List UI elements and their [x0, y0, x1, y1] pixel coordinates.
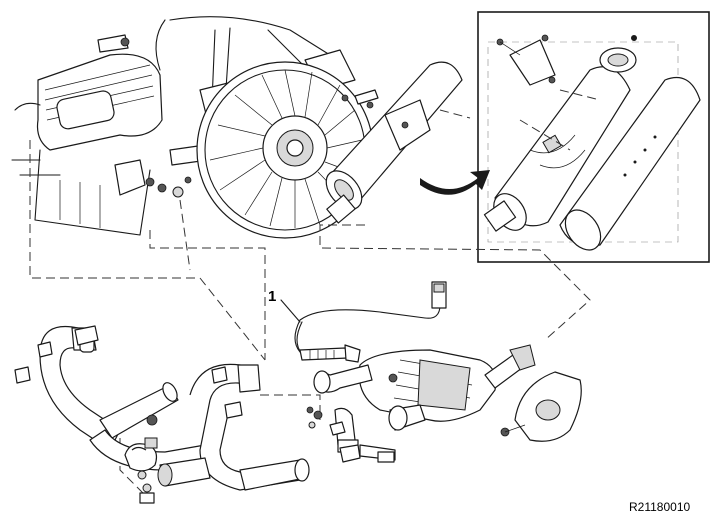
assembly-lines — [29, 109, 591, 496]
inset-heat-shield — [559, 76, 701, 251]
inset-end-cap — [599, 35, 637, 73]
catalytic-converter — [313, 344, 536, 431]
rear-silencer — [325, 61, 463, 224]
end-silencer-cap — [500, 371, 582, 442]
oxygen-sensor-cable — [294, 281, 447, 363]
inset-detail-box — [477, 11, 710, 263]
callout-label-1: 1 — [268, 288, 276, 305]
mounting-hardware — [308, 407, 396, 463]
inset-silencer — [483, 66, 631, 232]
right-header-pipe — [157, 363, 310, 491]
left-header-pipe — [39, 325, 211, 471]
rear-wheel — [196, 61, 374, 239]
exhaust-manifold-fasteners — [114, 159, 192, 198]
inset-bracket — [496, 34, 556, 86]
engine-cylinder-head — [11, 34, 163, 236]
callout-leader — [280, 299, 301, 323]
reference-code: R21180010 — [629, 500, 690, 514]
pipe-clamps-and-nuts — [14, 325, 314, 504]
detail-arrow — [420, 170, 490, 195]
